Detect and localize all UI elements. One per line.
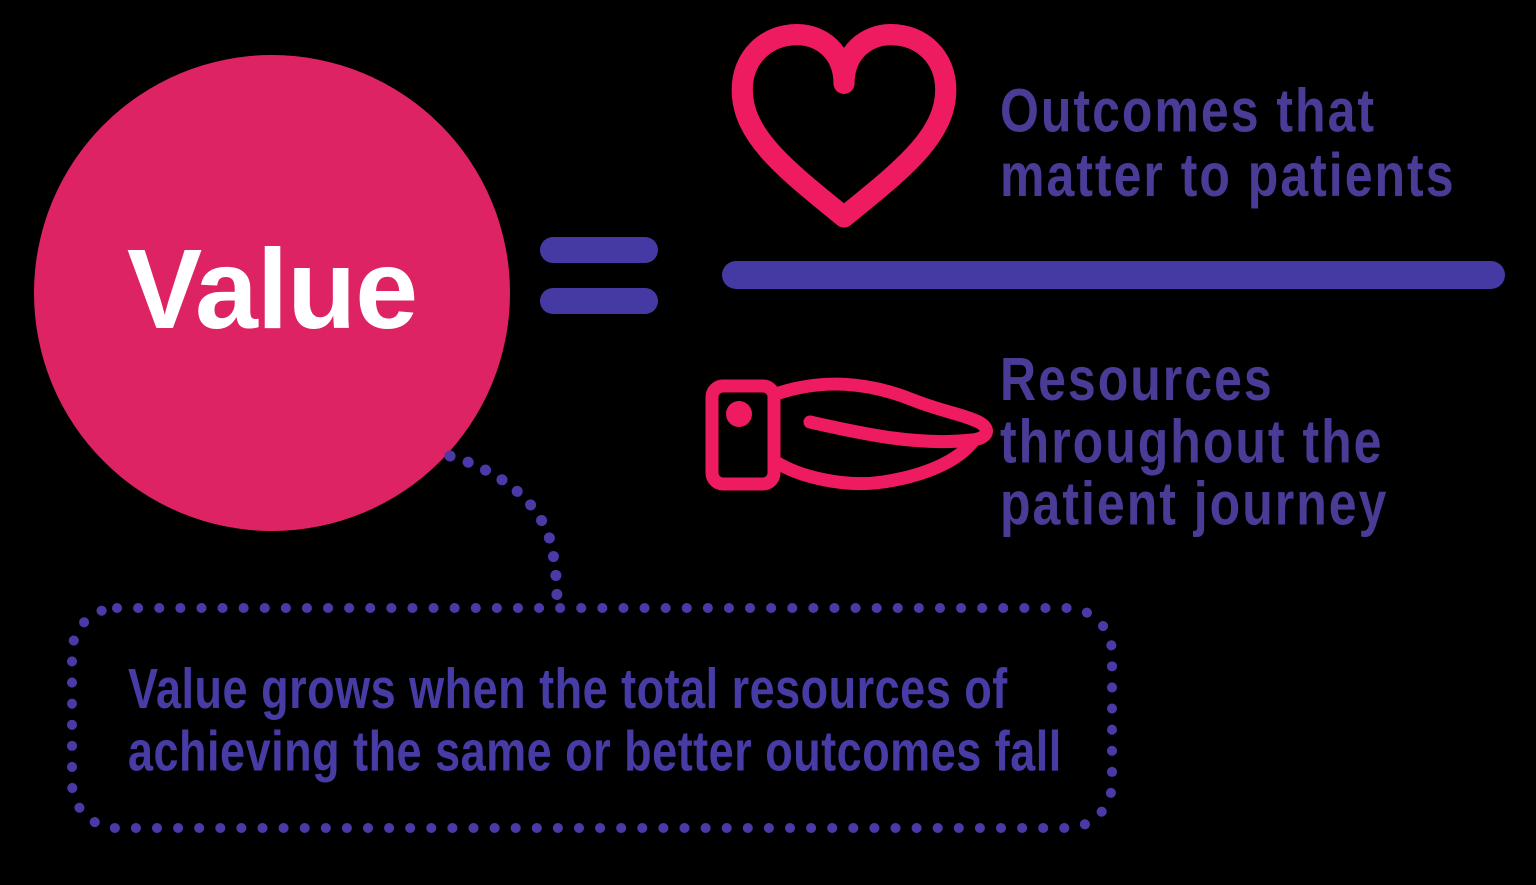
callout-line-2: achieving the same or better outcomes fa… (128, 719, 1062, 783)
equals-bar-bottom (540, 288, 658, 314)
callout-line-1: Value grows when the total resources of (128, 656, 1008, 721)
numerator-text: Outcomes that matter to patients (1000, 76, 1456, 210)
coin-dot (726, 401, 752, 427)
cuff-shape (705, 379, 781, 491)
numerator-line-2: matter to patients (1000, 141, 1456, 210)
denominator-line-1: Resources (1000, 345, 1274, 414)
callout-text: Value grows when the total resources of … (128, 656, 1062, 783)
fraction-divider-line (722, 261, 1505, 289)
heart-icon (731, 24, 957, 228)
denominator-line-2: throughout the (1000, 407, 1384, 476)
denominator-line-3: patient journey (1000, 469, 1389, 539)
value-circle: Value (34, 55, 510, 531)
hand-giving-icon (705, 377, 993, 491)
numerator-line-1: Outcomes that (1000, 76, 1377, 145)
value-label: Value (126, 226, 418, 352)
equals-bar-top (540, 237, 658, 263)
denominator-text: Resources throughout the patient journey (1000, 345, 1389, 539)
